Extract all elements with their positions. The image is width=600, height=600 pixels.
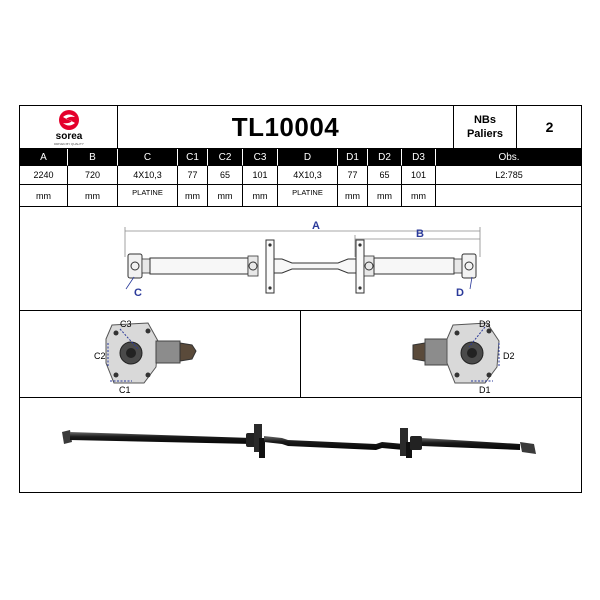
product-photo-panel xyxy=(20,398,582,493)
header-d: D xyxy=(278,149,338,166)
unit-d1: mm xyxy=(338,185,368,207)
flange-label-d1: D1 xyxy=(479,385,491,395)
value-obs: L2:785 xyxy=(436,166,582,185)
value-c2: 65 xyxy=(208,166,243,185)
dimension-label-d: D xyxy=(456,287,464,299)
value-d2: 65 xyxy=(368,166,402,185)
dimension-label-b: B xyxy=(416,228,424,240)
svg-text:DRIVEN BY QUALITY: DRIVEN BY QUALITY xyxy=(54,142,84,146)
value-c1: 77 xyxy=(178,166,208,185)
unit-obs xyxy=(436,185,582,207)
header-obs: Obs. xyxy=(436,149,582,166)
unit-d: PLATINE xyxy=(278,185,338,207)
flange-label-c3: C3 xyxy=(120,319,132,329)
header-c2: C2 xyxy=(208,149,243,166)
value-d3: 101 xyxy=(402,166,436,185)
dimension-label-c: C xyxy=(134,287,142,299)
unit-a: mm xyxy=(20,185,68,207)
sorea-logo: sorea DRIVEN BY QUALITY xyxy=(54,110,84,146)
header-b: B xyxy=(68,149,118,166)
unit-d3: mm xyxy=(402,185,436,207)
logo-cell: sorea DRIVEN BY QUALITY xyxy=(20,106,118,149)
flange-label-c2: C2 xyxy=(94,351,106,361)
bearings-value: 2 xyxy=(517,106,582,149)
value-a: 2240 xyxy=(20,166,68,185)
bearings-label-line1: NBs xyxy=(473,114,496,126)
header-a: A xyxy=(20,149,68,166)
header-d3: D3 xyxy=(402,149,436,166)
unit-c: PLATINE xyxy=(118,185,178,207)
flange-right-panel: D3 D2 D1 xyxy=(301,311,582,398)
shaft-dimension-drawing: A B C D xyxy=(124,220,481,299)
svg-text:sorea: sorea xyxy=(55,131,82,142)
bearings-label-line2: Paliers xyxy=(466,128,504,140)
value-d: 4X10,3 xyxy=(278,166,338,185)
shaft-diagram-panel: A B C D xyxy=(20,207,582,311)
flange-label-d3: D3 xyxy=(479,319,491,329)
flange-c-drawing: C3 C2 C1 xyxy=(94,319,197,395)
value-c: 4X10,3 xyxy=(118,166,178,185)
unit-d2: mm xyxy=(368,185,402,207)
spec-sheet: sorea DRIVEN BY QUALITY TL10004 NBs Pali… xyxy=(19,105,582,493)
value-c3: 101 xyxy=(243,166,278,185)
part-number-title: TL10004 xyxy=(118,106,454,149)
header-c3: C3 xyxy=(243,149,278,166)
unit-c2: mm xyxy=(208,185,243,207)
driveshaft-product-image xyxy=(62,424,536,458)
unit-c1: mm xyxy=(178,185,208,207)
flange-left-panel: C3 C2 C1 xyxy=(20,311,301,398)
header-d2: D2 xyxy=(368,149,402,166)
value-d1: 77 xyxy=(338,166,368,185)
flange-label-c1: C1 xyxy=(119,385,131,395)
value-b: 720 xyxy=(68,166,118,185)
dimension-label-a: A xyxy=(312,220,320,232)
flange-label-d2: D2 xyxy=(503,351,515,361)
bearings-label: NBs Paliers xyxy=(454,106,517,149)
header-d1: D1 xyxy=(338,149,368,166)
unit-b: mm xyxy=(68,185,118,207)
unit-c3: mm xyxy=(243,185,278,207)
flange-d-drawing: D3 D2 D1 xyxy=(412,319,515,395)
header-c1: C1 xyxy=(178,149,208,166)
header-c: C xyxy=(118,149,178,166)
